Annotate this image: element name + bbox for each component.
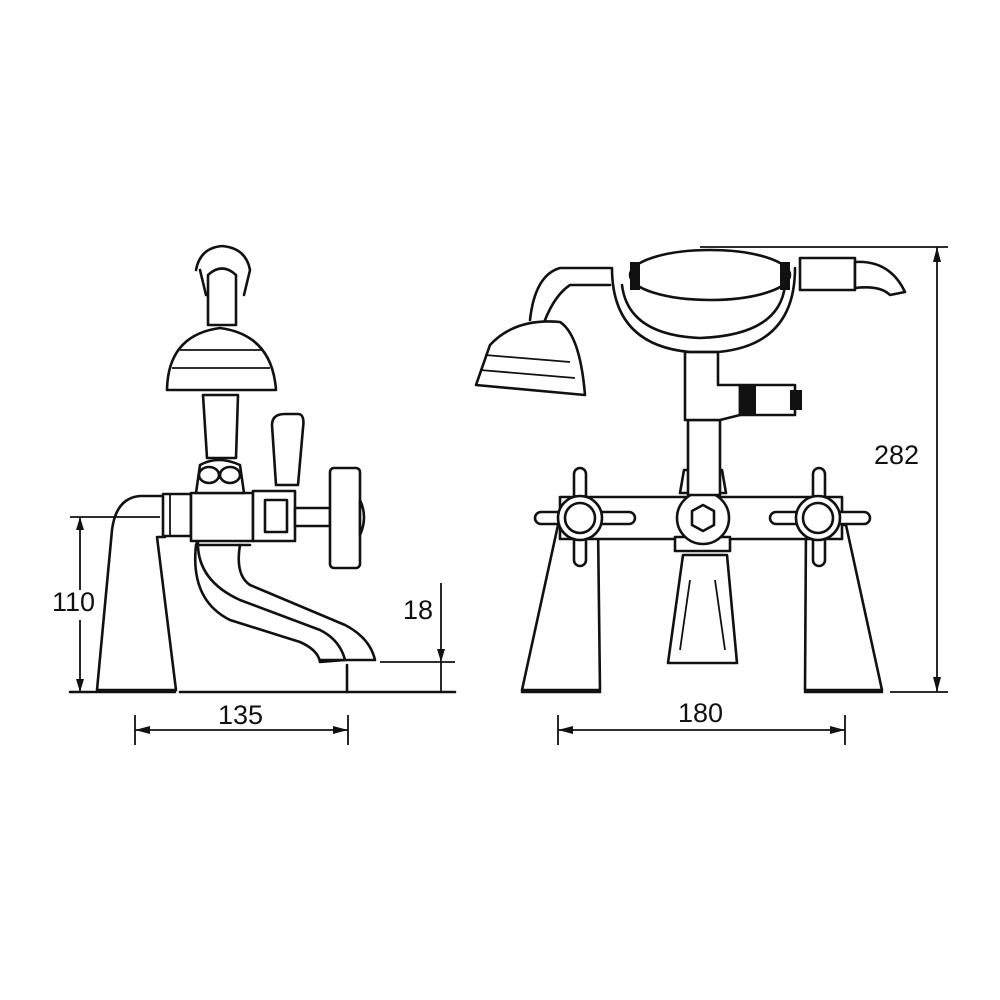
front-right-cross-handle (768, 466, 872, 568)
side-view (68, 244, 457, 745)
front-handset (628, 248, 792, 302)
side-spout (193, 538, 347, 664)
front-left-foot (520, 523, 602, 692)
side-shower-stem (201, 393, 240, 460)
side-shower-head (165, 326, 278, 392)
dim-135-label: 135 (218, 700, 264, 730)
front-diverter-boss (675, 490, 731, 546)
hex-socket-icon (690, 503, 716, 533)
front-spout (666, 553, 739, 665)
front-column (686, 418, 722, 497)
dim-110-label: 110 (52, 587, 96, 617)
front-cradle (610, 266, 797, 354)
dim-18-label: 18 (403, 595, 434, 625)
front-hose-connector (798, 256, 857, 292)
side-cross-handle (328, 466, 362, 570)
dim-282-label: 282 (874, 440, 920, 470)
front-left-cross-handle (533, 466, 637, 568)
front-column-upper (683, 350, 742, 422)
front-shower-arm (528, 266, 612, 322)
dim-180-label: 180 (678, 698, 724, 728)
front-hose (853, 260, 907, 297)
front-view (474, 246, 948, 745)
side-nut (161, 492, 193, 538)
side-valve-body (189, 491, 255, 543)
side-lever-handle (270, 412, 305, 487)
side-shower-hook (206, 267, 238, 327)
